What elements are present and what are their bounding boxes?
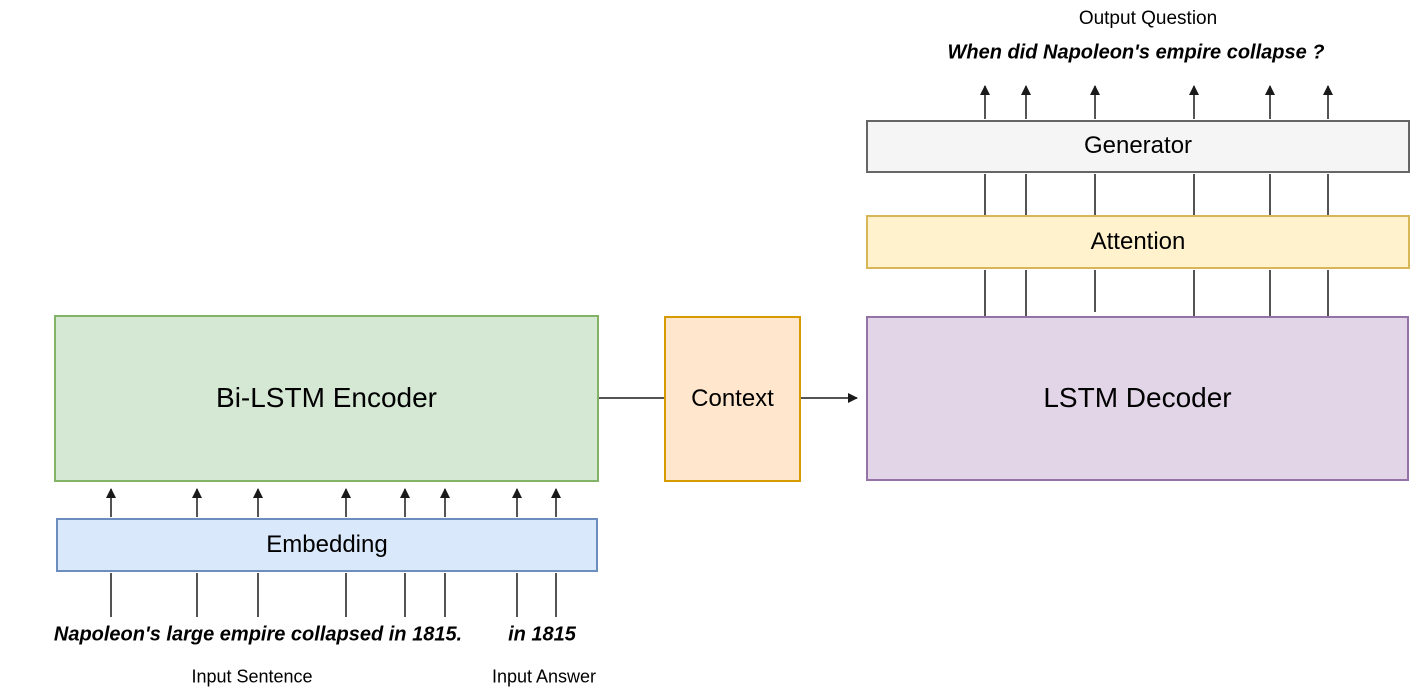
input-token-lines [110,573,557,617]
input-sentence-text: Napoleon's large empire collapsed in 181… [53,623,463,646]
embedding-to-encoder-arrows [106,488,561,517]
output-question-heading: Output Question [1078,8,1218,29]
lstm-decoder-label: LSTM Decoder [1043,382,1232,414]
lstm-decoder-block: LSTM Decoder [866,316,1409,481]
input-sentence-label: Input Sentence [191,666,313,687]
context-label: Context [691,384,774,412]
generator-label: Generator [1083,132,1193,160]
bi-lstm-encoder-block: Bi-LSTM Encoder [54,315,599,482]
decoder-to-attention-lines [984,270,1329,316]
attention-label: Attention [1090,227,1186,255]
input-answer-label: Input Answer [491,666,597,687]
generator-block: Generator [866,120,1410,173]
output-question-text: When did Napoleon's empire collapse ? [947,41,1325,64]
embedding-label: Embedding [266,530,388,558]
attention-to-generator-lines [984,174,1329,215]
bi-lstm-encoder-label: Bi-LSTM Encoder [216,382,437,414]
attention-block: Attention [866,215,1410,269]
embedding-block: Embedding [56,518,598,572]
context-block: Context [664,316,801,482]
generator-output-arrows [980,85,1333,119]
input-answer-text: in 1815 [508,623,576,646]
